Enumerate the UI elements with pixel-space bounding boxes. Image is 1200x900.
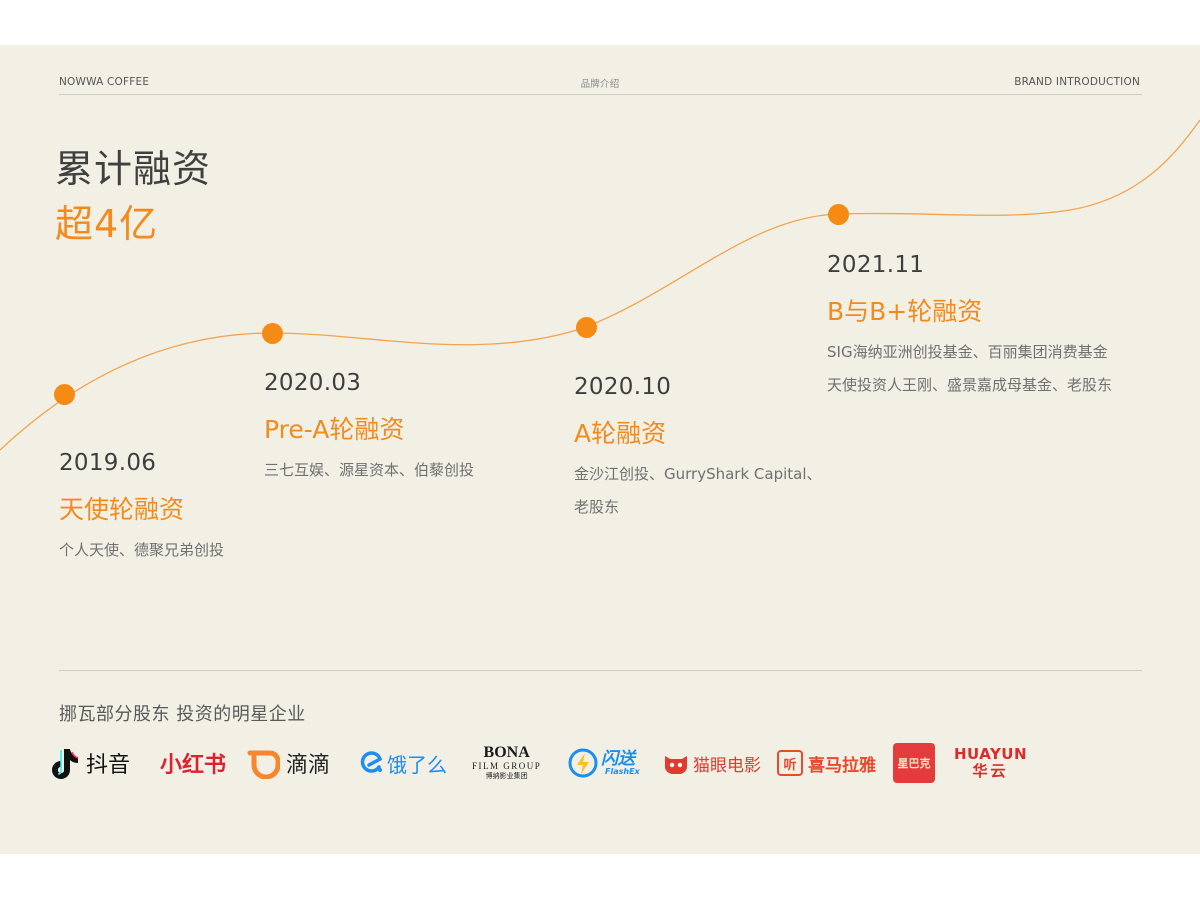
logo-huayun: HUAYUN 华云	[954, 740, 1027, 786]
milestone-round: 天使轮融资	[59, 495, 185, 524]
maoyan-cat-icon	[665, 756, 687, 774]
logo-text: 小红书	[160, 753, 227, 778]
logo-text: 喜马拉雅	[808, 755, 876, 776]
logo-xiaohongshu: 小红书	[160, 740, 226, 786]
milestone-round: B与B+轮融资	[827, 297, 983, 326]
shareholders-title: 挪瓦部分股东 投资的明星企业	[59, 704, 306, 725]
logo-text: 抖音	[86, 753, 131, 778]
lightning-icon	[568, 748, 598, 778]
milestone-date: 2019.06	[59, 450, 157, 476]
logo-text: 滴滴	[286, 753, 331, 778]
section-divider	[59, 670, 1142, 671]
milestone-2020-03: 2020.03 Pre-A轮融资 三七互娱、源星资本、伯藜创投	[264, 370, 474, 487]
section-title: 品牌介绍	[580, 79, 620, 90]
timeline-dot-2019	[54, 384, 75, 405]
milestone-investors: 金沙江创投、GurryShark Capital、 老股东	[574, 465, 822, 516]
section-title-en: BRAND INTRODUCTION	[1014, 76, 1140, 88]
header-divider	[59, 94, 1142, 95]
timeline-dot-2021	[828, 204, 849, 225]
milestone-investors: SIG海纳亚洲创投基金、百丽集团消费基金 天使投资人王刚、盛景嘉成母基金、老股东	[827, 343, 1113, 394]
milestone-round: Pre-A轮融资	[264, 415, 405, 444]
logo-subtext: 华云	[972, 762, 1009, 780]
logo-subtext-cn: 博纳影业集团	[485, 772, 528, 780]
milestone-2020-10: 2020.10 A轮融资 金沙江创投、GurryShark Capital、 老…	[574, 374, 822, 524]
logo-ximalaya: 听 喜马拉雅	[777, 740, 876, 786]
logo-bona: BONA FILM GROUP 博纳影业集团	[472, 740, 541, 786]
milestone-round: A轮融资	[574, 419, 667, 448]
timeline-dot-2020-03	[262, 323, 283, 344]
growth-curve	[0, 119, 1200, 451]
milestone-date: 2020.03	[264, 370, 362, 396]
logo-subtext: FlashEx	[605, 766, 640, 776]
growth-curve-line	[0, 119, 1200, 451]
logo-shansong: 闪送 FlashEx	[568, 740, 640, 786]
eleme-e-icon	[360, 751, 383, 773]
logo-maoyan: 猫眼电影	[663, 740, 761, 786]
milestone-2019-06: 2019.06 天使轮融资 个人天使、德聚兄弟创投	[59, 450, 224, 567]
logo-text: 闪送	[601, 748, 635, 769]
logo-text: 星巴克	[897, 757, 931, 770]
ximalaya-ting-icon: 听	[777, 750, 803, 776]
logo-didi: 滴滴	[246, 740, 330, 786]
headline-title: 累计融资	[55, 147, 212, 191]
logo-eleme: 饿了么	[358, 740, 447, 786]
milestone-date: 2020.10	[574, 374, 672, 400]
milestone-2021-11: 2021.11 B与B+轮融资 SIG海纳亚洲创投基金、百丽集团消费基金 天使投…	[827, 252, 1112, 402]
logo-douyin: 抖音	[50, 740, 130, 786]
milestone-investors: 三七互娱、源星资本、伯藜创投	[264, 461, 475, 479]
tiktok-note-icon	[52, 749, 79, 779]
logo-text: 猫眼电影	[693, 755, 761, 776]
logo-text: HUAYUN	[954, 745, 1028, 763]
logo-text: 饿了么	[387, 752, 447, 777]
brand-name: NOWWA COFFEE	[59, 76, 150, 88]
headline-amount: 超4亿	[55, 202, 159, 246]
logo-subtext: FILM GROUP	[472, 761, 542, 771]
timeline-dot-2020-10	[576, 317, 597, 338]
milestone-date: 2021.11	[827, 252, 925, 278]
logo-strip: 抖音 小红书 滴滴 饿了么 BONA FILM GROUP 博纳影业集团	[50, 740, 1050, 790]
didi-d-icon	[247, 750, 280, 779]
slide: NOWWA COFFEE 品牌介绍 BRAND INTRODUCTION 累计融…	[0, 45, 1200, 854]
logo-xingbake: 星巴克	[893, 743, 935, 783]
milestone-investors: 个人天使、德聚兄弟创投	[59, 541, 225, 559]
logo-text: BONA	[483, 744, 530, 761]
